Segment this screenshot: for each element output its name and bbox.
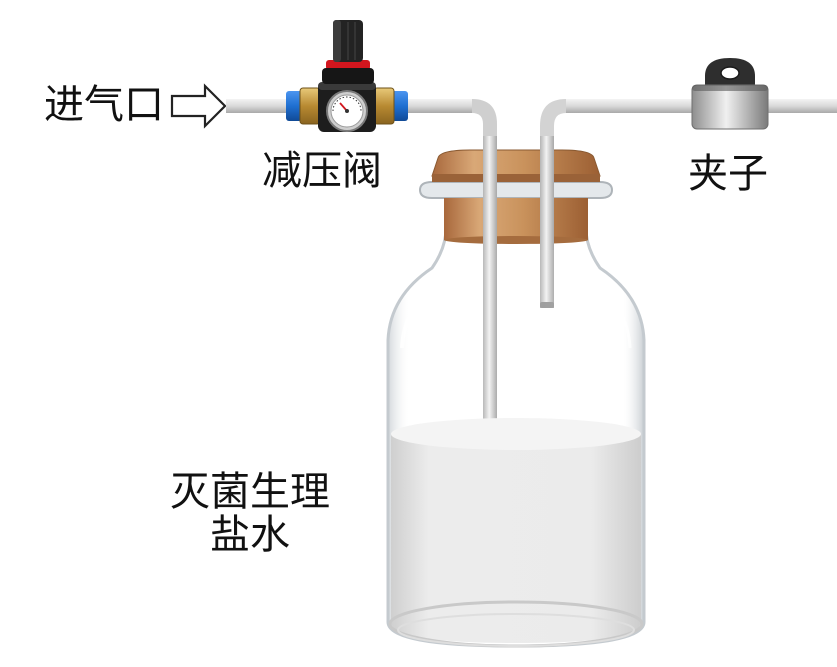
- tubes-through-stopper: [483, 140, 554, 250]
- tube-clamp: [691, 58, 769, 130]
- saline-liquid: [391, 425, 641, 643]
- wash-bottle: [386, 181, 646, 648]
- saline-label-line2: 盐水: [210, 512, 290, 559]
- pressure-reducing-valve: [286, 20, 408, 132]
- valve-label: 减压阀: [262, 148, 382, 194]
- saline-label-line1: 灭菌生理: [170, 469, 330, 515]
- clamp-label: 夹子: [688, 151, 768, 197]
- saline-label: 灭菌生理 盐水: [170, 469, 330, 559]
- inlet-label: 进气口: [44, 82, 164, 128]
- inlet-arrow-icon: [170, 83, 227, 129]
